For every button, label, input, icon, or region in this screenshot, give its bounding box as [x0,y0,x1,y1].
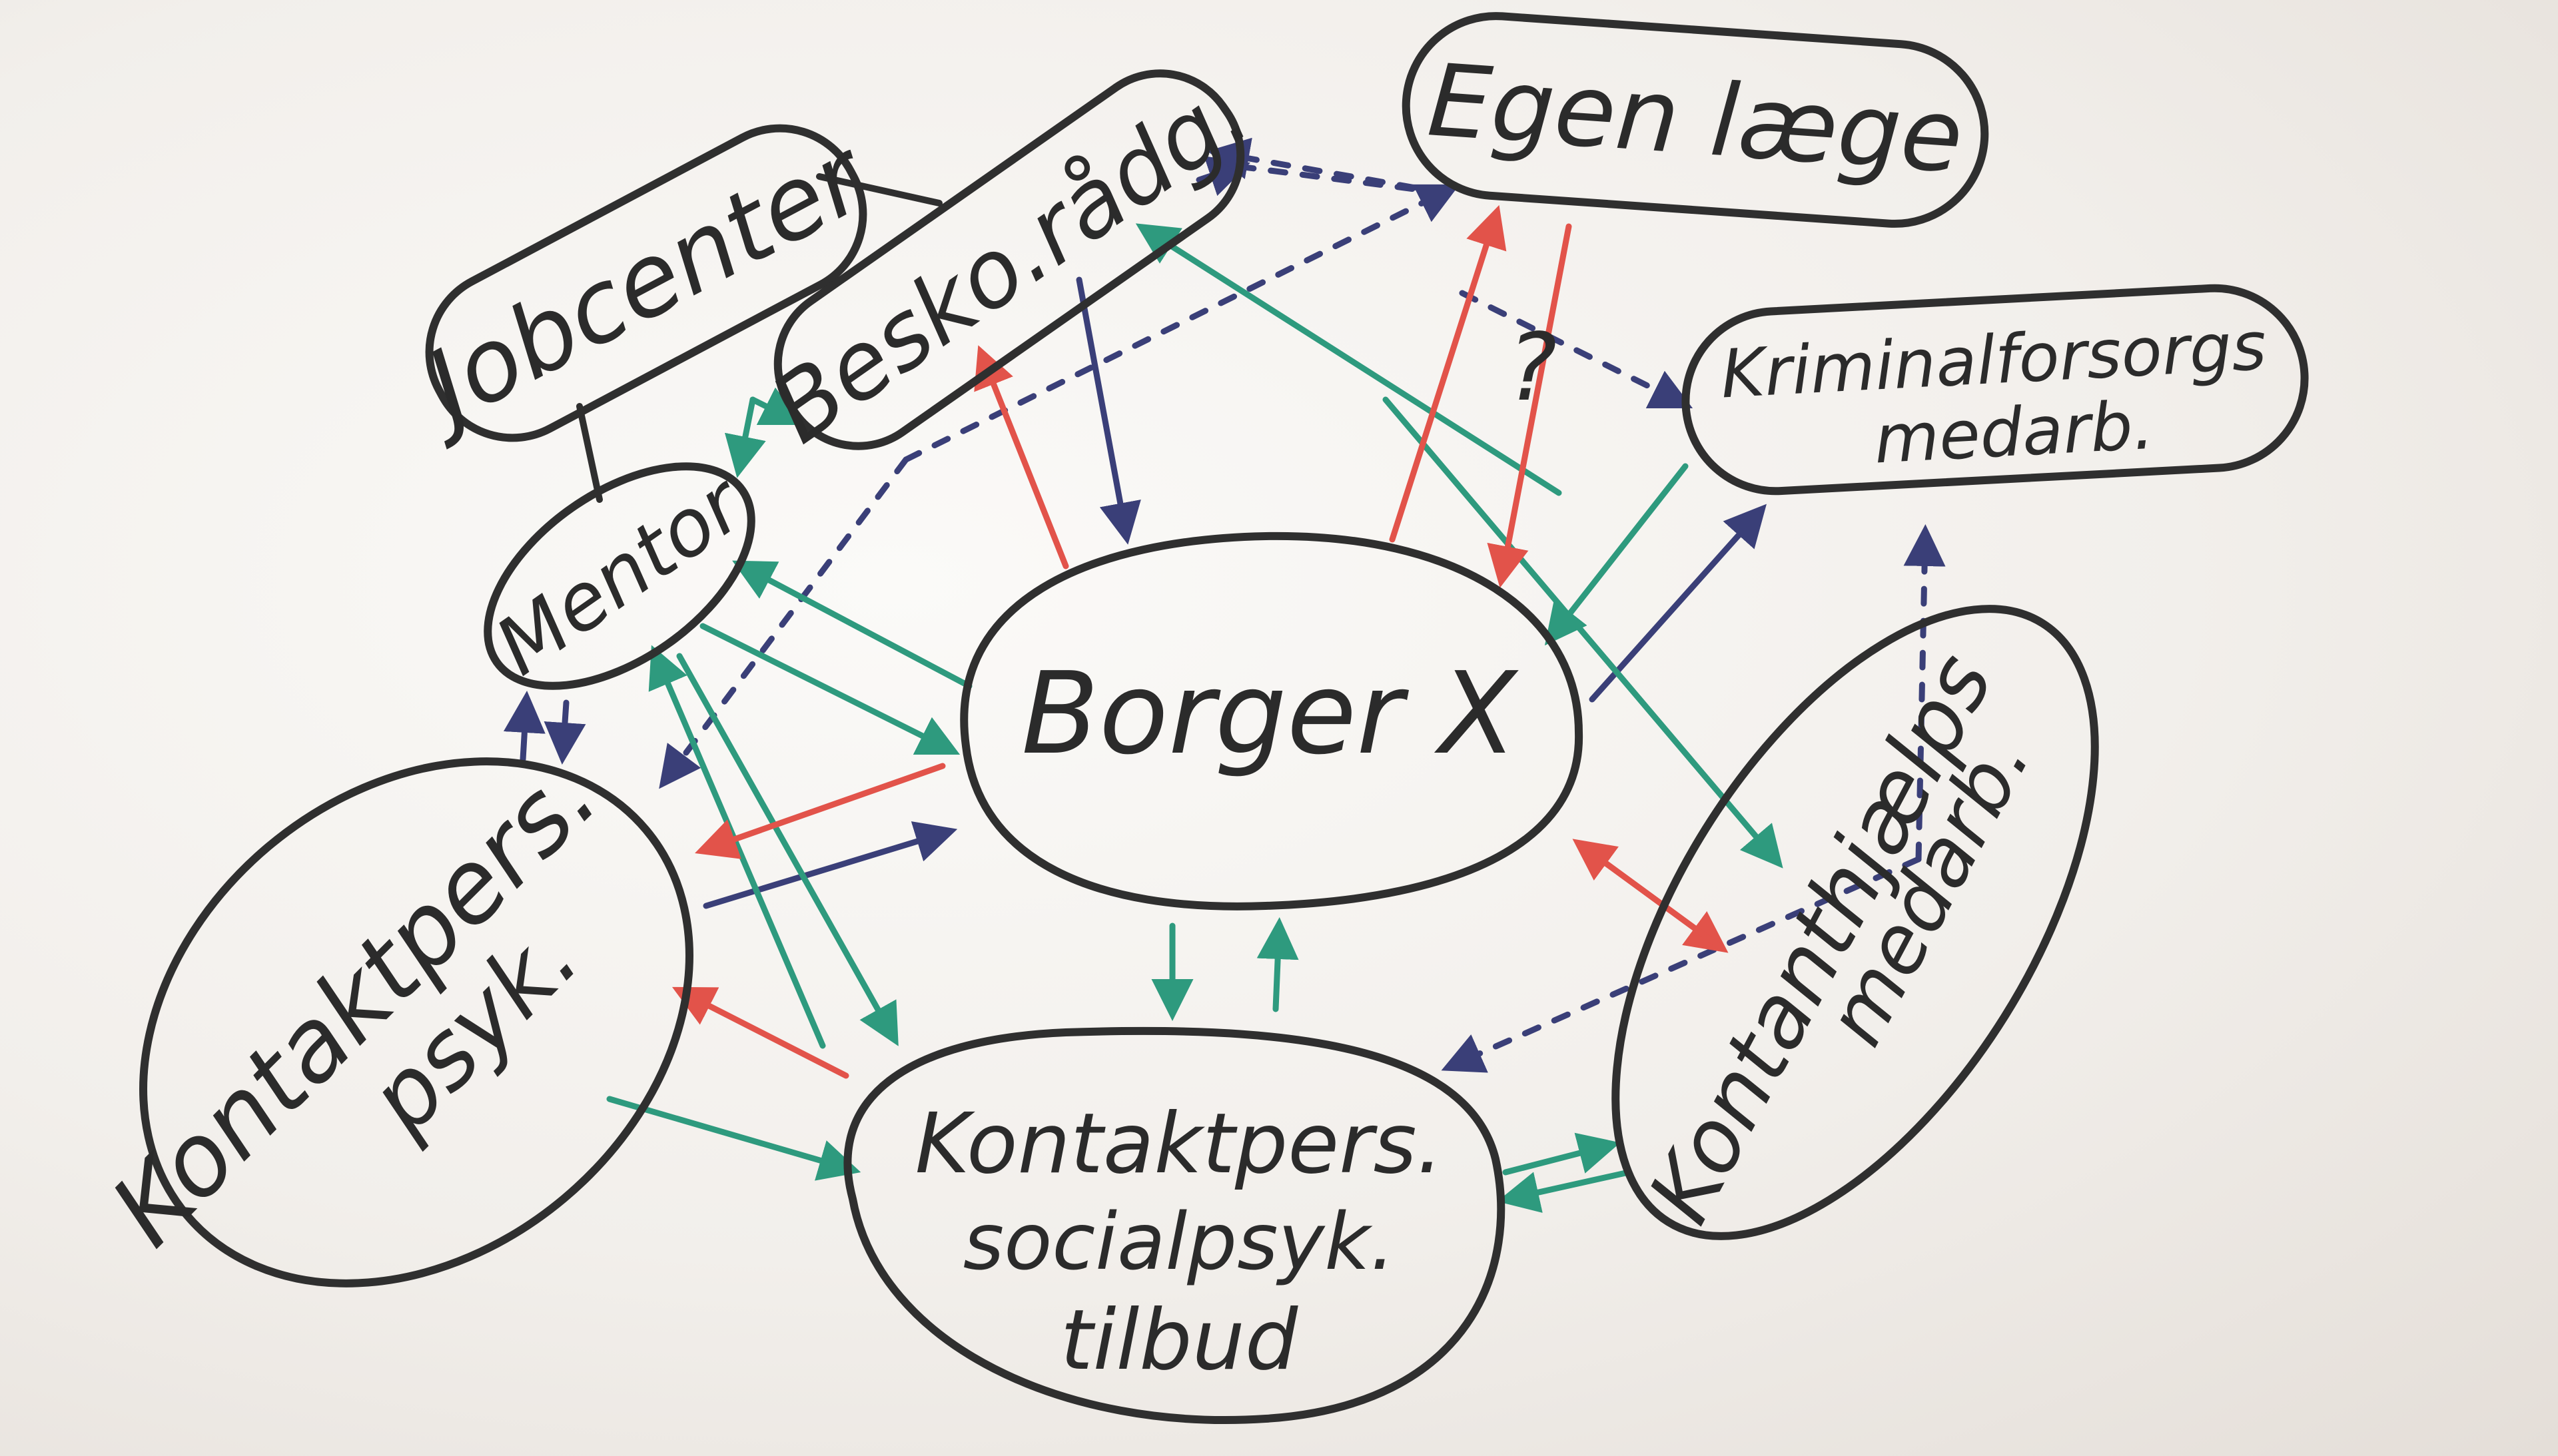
node-egen-laege: Egen læge [1402,12,1989,228]
arrow-socialpsyk-to-kontanthj [1502,1132,1621,1176]
egen-laege-label: Egen læge [1424,43,1966,196]
arrow-dashed-egenlaege-to-kriminal [1459,290,1693,409]
arrows-layer [503,137,1946,1213]
arrow-borger-to-kontaktpsyk [695,763,946,859]
arrow-borger-to-mentor [732,560,973,689]
jobcenter-besko-connector [816,173,943,206]
arrow-borger-to-besko [974,345,1069,569]
kontaktpers-socialpsyk-label-line3: tilbud [1061,1292,1298,1389]
arrow-socialpsyk-to-kontaktpsyk [671,986,849,1079]
node-kriminalforsorg: Kriminalforsorgs medarb. [1681,284,2309,496]
node-kontaktpers-socialpsyk: Kontaktpers. socialpsyk. tilbud [843,1026,1505,1425]
arrow-egenlaege-to-borger [1487,223,1572,588]
arrow-dashed-to-kontaktpsyk [659,456,909,789]
arrow-borger-to-kriminal [1589,504,1767,703]
arrow-dashed-kontanthj-to-kriminal [1903,524,1946,863]
arrow-kriminal-to-borger [1544,463,1689,646]
arrow-dashed-mentor-to-egenlaege [903,184,1460,463]
connectors [576,173,943,503]
kontaktpers-socialpsyk-label-line2: socialpsyk. [963,1196,1395,1287]
node-kontanthjaelp: Kontanthjælps medarb. [1611,605,2099,1240]
arrow-dashed-to-besko-head [1207,137,1449,196]
kontaktpers-socialpsyk-label-line1: Kontaktpers. [915,1096,1444,1192]
arrow-kontaktpsyk-to-mentor [503,691,546,763]
arrow-mentor-to-socialpsyk [676,653,899,1046]
kriminalforsorg-label-line2: medarb. [1873,386,2156,479]
arrow-kontaktpsyk-to-borger [703,821,958,909]
arrow-kontanthj-to-socialpsyk [1497,1169,1632,1213]
arrow-kontanthj-to-borger [1572,839,1722,949]
arrow-besko-to-mentor [724,396,766,478]
arrow-socialpsyk-to-borger [1256,917,1299,1012]
mentor-label: Mentor [479,456,762,693]
arrow-kontaktpsyk-to-socialpsyk [606,1096,861,1181]
arrow-borger-to-egenlaege [1389,204,1507,543]
jobcenter-mentor-connector [576,403,603,503]
arrow-besko-to-borger [1076,276,1141,545]
arrow-to-besko-long [1135,223,1562,496]
arrow-dashed-to-socialpsyk [1441,856,1922,1073]
arrow-socialpsyk-to-mentor [648,645,826,1049]
question-mark: ? [1507,314,1557,422]
arrow-mentor-besko-link [749,387,804,426]
arrow-mentor-to-borger [699,623,961,755]
borger-x-label: Borger X [1021,648,1519,780]
arrow-mentor-to-kontaktpsyk [544,699,586,765]
node-kontaktpers-psyk: Kontaktpers. psyk. [90,738,693,1287]
node-borger-x: Borger X [960,532,1583,910]
